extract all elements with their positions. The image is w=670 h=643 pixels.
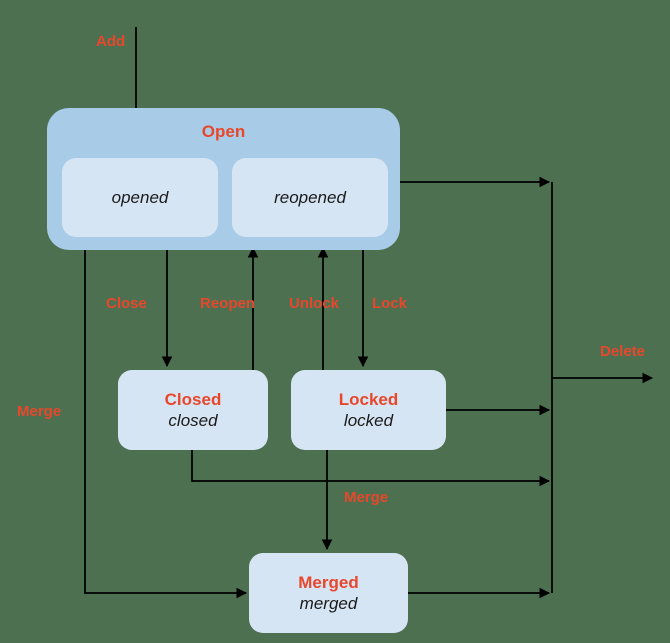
state-merged-value: merged [299,593,358,613]
substate-opened[interactable]: opened [62,158,218,237]
substate-reopened-label: reopened [274,188,346,207]
group-open-label: Open [201,122,246,141]
edge-label-add: Add [96,33,126,50]
substate-reopened[interactable]: reopened [232,158,388,237]
state-closed-title: Closed [164,389,222,409]
state-merged[interactable]: Merged merged [249,553,408,633]
edge-label-delete: Delete [600,343,646,360]
edge-label-close: Close [106,295,147,312]
edge-label-unlock: Unlock [289,295,340,312]
edge-label-lock: Lock [372,295,408,312]
edge-closed-to-delete-rail [191,450,551,487]
state-locked[interactable]: Locked locked [291,370,446,450]
edge-merge-left [84,250,248,599]
edge-label-reopen: Reopen [200,295,256,312]
state-locked-value: locked [343,410,394,430]
edge-label-merge-center: Merge [344,489,389,506]
state-closed[interactable]: Closed closed [118,370,268,450]
group-open[interactable]: Open opened reopened [47,108,400,250]
state-locked-title: Locked [338,389,399,409]
state-merged-title: Merged [298,572,359,592]
edge-label-merge-left: Merge [17,403,62,420]
substate-opened-label: opened [111,188,169,207]
state-closed-value: closed [168,410,218,430]
